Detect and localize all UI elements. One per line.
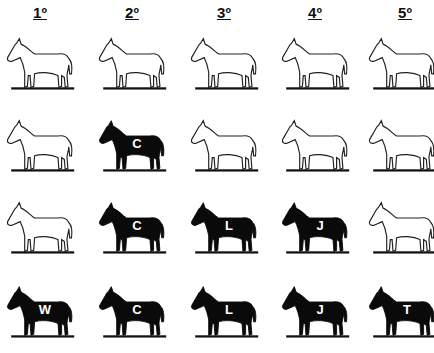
ground-line <box>195 335 258 337</box>
column-header: 1º <box>20 4 60 21</box>
horse-silhouette <box>366 284 434 338</box>
horse-letter: L <box>221 303 237 317</box>
black-horse: J <box>279 200 351 254</box>
black-horse: C <box>96 284 168 338</box>
horse-silhouette <box>96 118 168 172</box>
horse-letter: C <box>129 219 145 233</box>
white-horse <box>369 39 434 90</box>
ground-line <box>286 251 349 253</box>
white-horse <box>369 121 434 172</box>
black-horse: W <box>4 284 76 338</box>
black-horse: C <box>96 200 168 254</box>
horse-silhouette <box>96 200 168 254</box>
black-horse: T <box>366 284 434 338</box>
black-horse: L <box>188 200 260 254</box>
ground-line <box>103 251 166 253</box>
white-horse <box>7 39 74 90</box>
column-header: 3º <box>204 4 244 21</box>
horse-letter: W <box>37 303 53 317</box>
ground-line <box>11 335 74 337</box>
horse-letter: J <box>312 303 328 317</box>
horse-letter: C <box>129 137 145 151</box>
ground-line <box>103 169 166 171</box>
white-horse <box>7 203 74 254</box>
white-horse <box>7 121 74 172</box>
ground-line <box>103 335 166 337</box>
white-horse <box>282 39 349 90</box>
ground-line <box>195 251 258 253</box>
ground-line <box>286 335 349 337</box>
horse-silhouette <box>96 284 168 338</box>
horse-letter: L <box>221 219 237 233</box>
white-horse <box>191 39 258 90</box>
black-horse: J <box>279 284 351 338</box>
white-horse <box>99 39 166 90</box>
white-horse <box>191 121 258 172</box>
column-header: 5º <box>385 4 425 21</box>
ground-line <box>373 335 434 337</box>
black-horse: C <box>96 118 168 172</box>
horse-silhouette <box>188 200 260 254</box>
horse-silhouette <box>188 284 260 338</box>
horse-silhouette <box>279 200 351 254</box>
column-header: 2º <box>112 4 152 21</box>
horse-letter: J <box>312 219 328 233</box>
horse-letter: T <box>399 303 415 317</box>
horse-letter: C <box>129 303 145 317</box>
black-horse: L <box>188 284 260 338</box>
horse-silhouette <box>279 284 351 338</box>
column-header: 4º <box>295 4 335 21</box>
white-horse <box>369 203 434 254</box>
white-horse <box>282 121 349 172</box>
